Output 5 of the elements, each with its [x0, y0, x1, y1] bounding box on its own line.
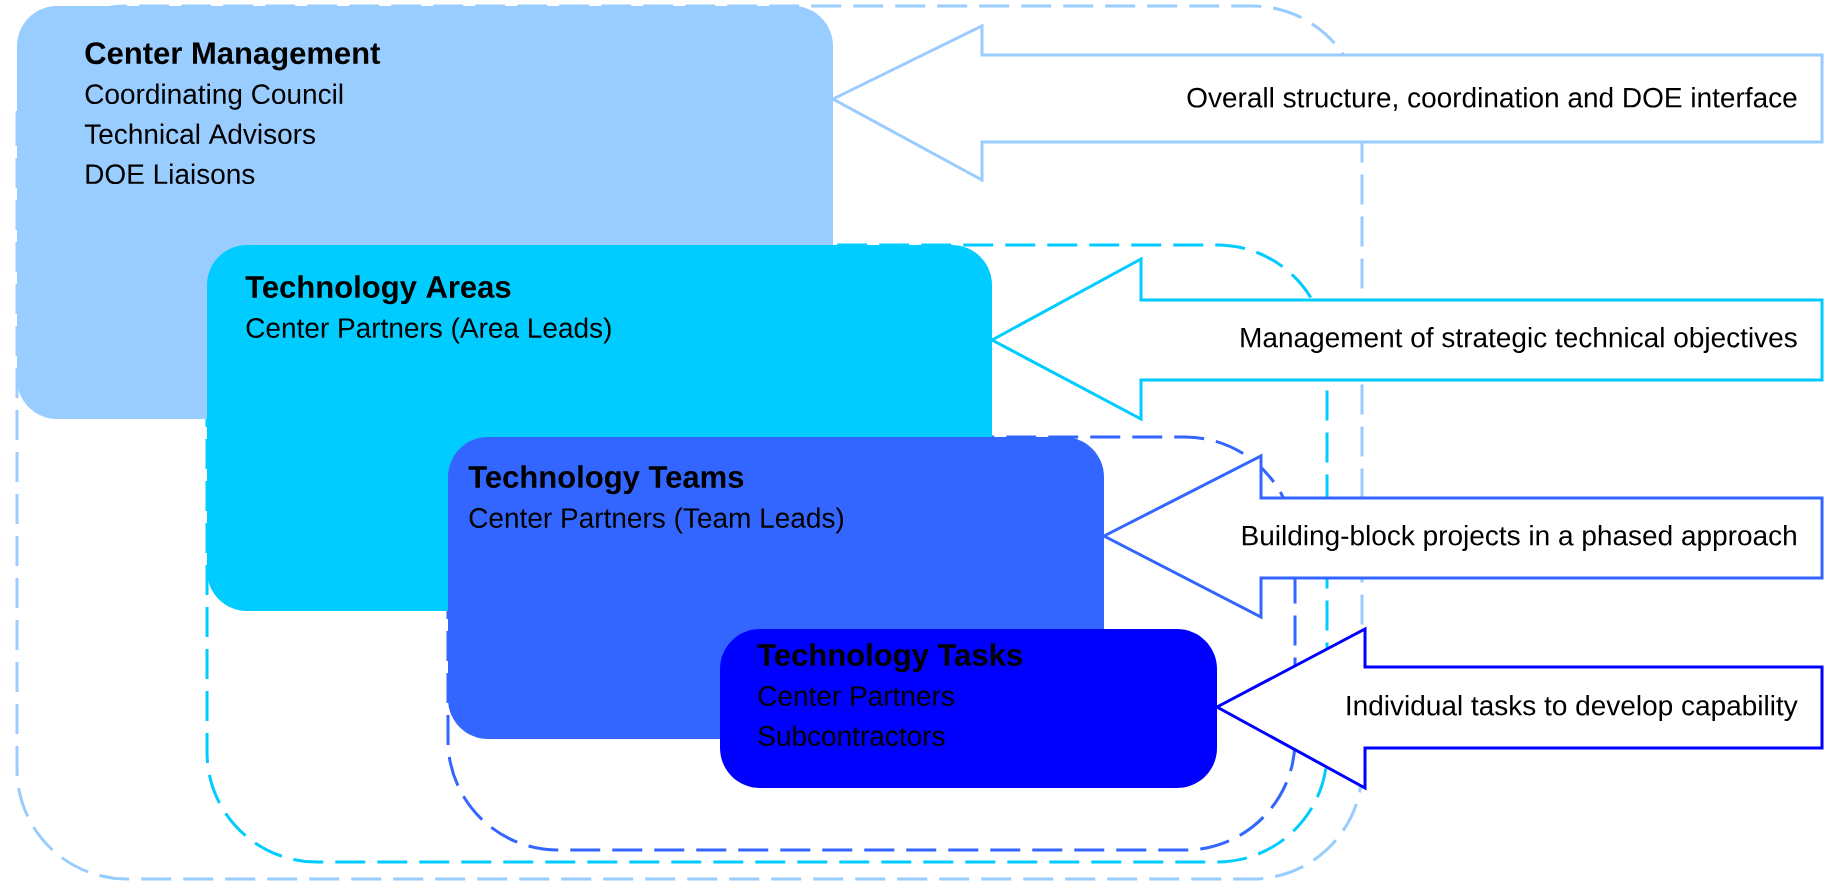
node-label: Management of strategic technical objectives: [1241, 326, 1797, 354]
node-label: Overall structure, coordination and DOE interface: [1187, 87, 1797, 111]
node-label: Individual tasks to develop capability: [1347, 694, 1798, 722]
node-label: Building-block projects in a phased approach: [1242, 524, 1796, 552]
filled-box: Technology Tasks Center Partners Subcontractors: [720, 629, 1217, 788]
